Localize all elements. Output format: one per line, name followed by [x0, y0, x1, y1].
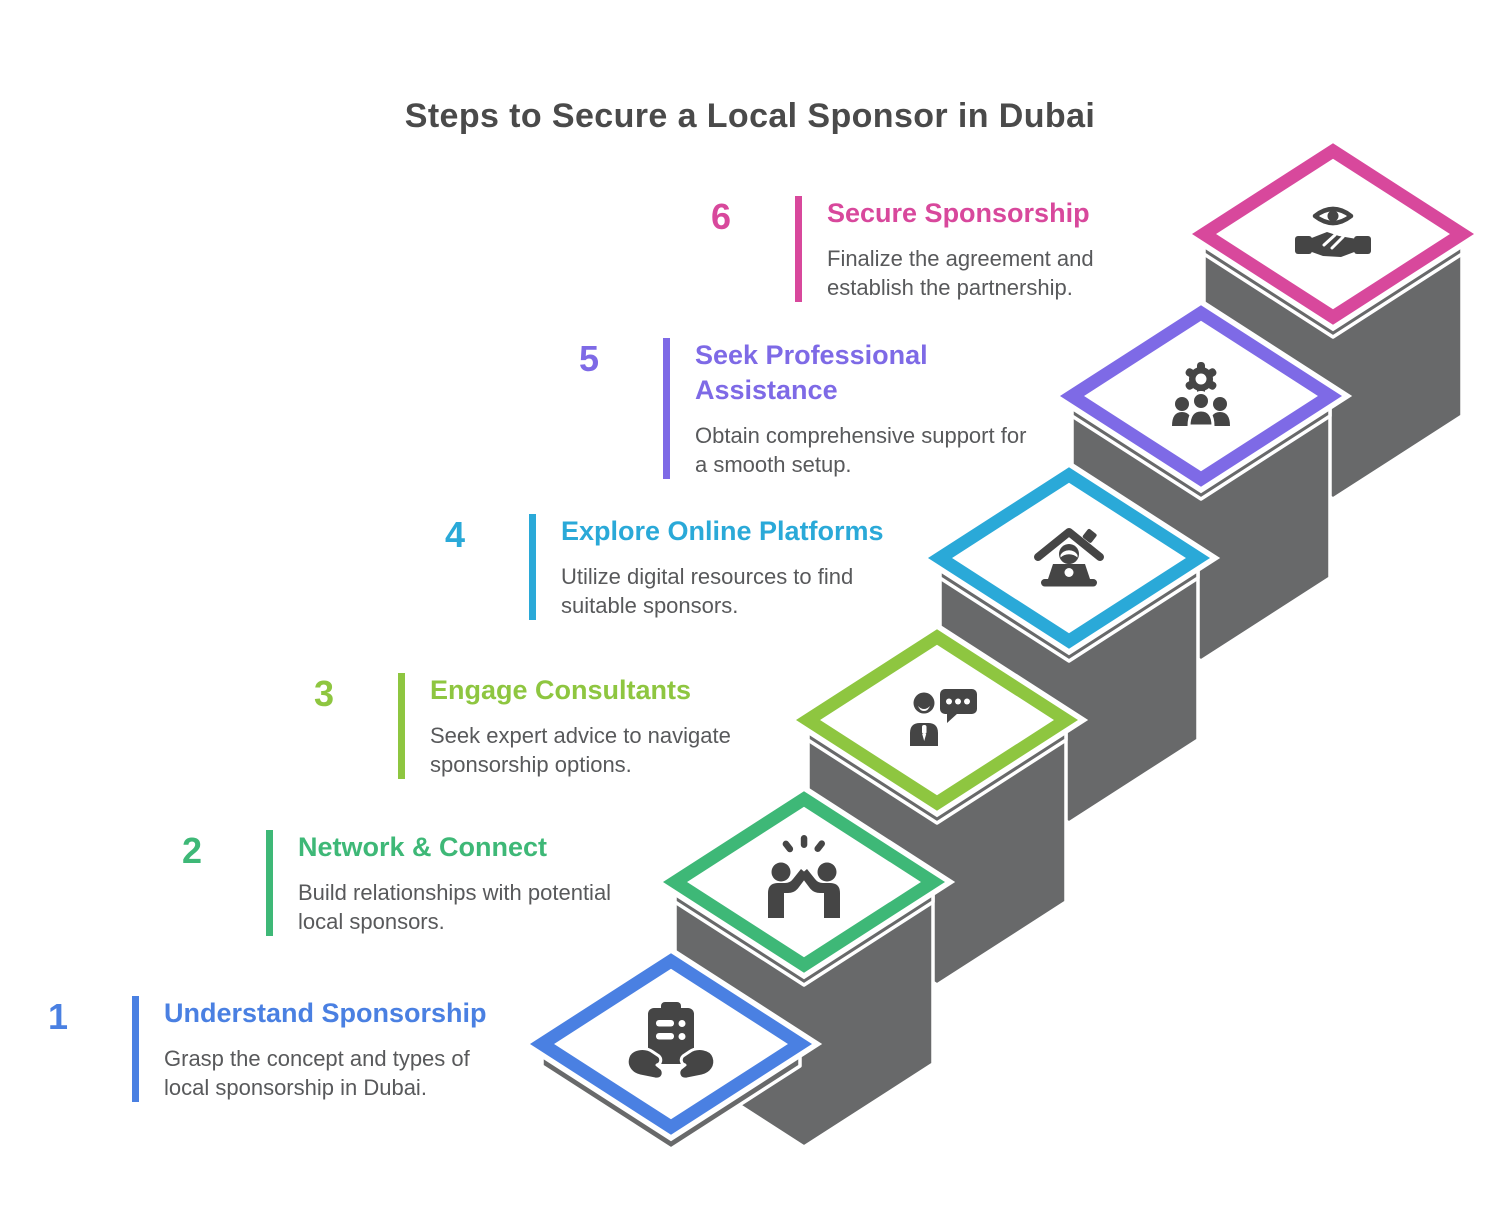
step-title: Network & Connect: [298, 832, 548, 862]
step-title: Understand Sponsorship: [164, 998, 487, 1028]
step-accent-bar: [266, 830, 273, 937]
stair-step-2: [652, 784, 956, 1149]
step-title: Seek Professional Assistance: [695, 340, 928, 406]
step-row-3: 3 Engage Consultants Seek expert advice …: [274, 673, 775, 780]
step-accent-bar: [398, 673, 405, 780]
step-number: 6: [710, 196, 731, 237]
step-accent-bar: [132, 996, 139, 1103]
step-description: Utilize digital resources to find suitab…: [561, 564, 854, 618]
step-description: Seek expert advice to navigate sponsorsh…: [430, 723, 731, 777]
step-accent-bar: [663, 338, 670, 480]
step-text-block: Engage Consultants Seek expert advice to…: [430, 673, 775, 779]
step-text-block: Secure Sponsorship Finalize the agreemen…: [827, 196, 1172, 302]
step-text-block: Seek Professional Assistance Obtain comp…: [695, 338, 1040, 479]
step-number: 4: [444, 514, 465, 555]
step-row-5: 5 Seek Professional Assistance Obtain co…: [539, 338, 1040, 480]
step-number: 1: [47, 996, 68, 1037]
team-gear-icon: [1172, 362, 1230, 428]
step-text-block: Network & Connect Build relationships wi…: [298, 830, 643, 936]
page-title: Steps to Secure a Local Sponsor in Dubai: [404, 96, 1096, 135]
diamond-platform: [662, 791, 946, 973]
step-row-1: 1 Understand Sponsorship Grasp the conce…: [8, 996, 509, 1103]
step-row-6: 6 Secure Sponsorship Finalize the agreem…: [671, 196, 1172, 303]
clipboard-hands-icon: [625, 1002, 717, 1081]
home-office-icon: [1034, 528, 1104, 587]
step-description: Grasp the concept and types of local spo…: [164, 1046, 470, 1100]
step-number: 2: [181, 830, 202, 871]
step-title: Explore Online Platforms: [561, 516, 884, 546]
stair-step-3: [785, 622, 1089, 987]
step-title: Engage Consultants: [430, 675, 692, 705]
step-number: 5: [578, 338, 599, 379]
step-title: Secure Sponsorship: [827, 198, 1090, 228]
step-accent-bar: [795, 196, 802, 303]
step-description: Build relationships with potential local…: [298, 880, 612, 934]
step-accent-bar: [529, 514, 536, 621]
step-text-block: Understand Sponsorship Grasp the concept…: [164, 996, 509, 1102]
high-five-icon: [768, 835, 840, 918]
step-description: Finalize the agreement and establish the…: [827, 246, 1094, 300]
consultant-chat-icon: [910, 689, 977, 746]
stair-step-1: [519, 946, 823, 1151]
handshake-eye-icon: [1295, 206, 1371, 257]
diamond-platform: [795, 629, 1079, 811]
step-description: Obtain comprehensive support for a smoot…: [695, 423, 1027, 477]
step-number: 3: [313, 673, 334, 714]
step-text-block: Explore Online Platforms Utilize digital…: [561, 514, 906, 620]
step-row-4: 4 Explore Online Platforms Utilize digit…: [405, 514, 906, 621]
step-row-2: 2 Network & Connect Build relationships …: [142, 830, 643, 937]
